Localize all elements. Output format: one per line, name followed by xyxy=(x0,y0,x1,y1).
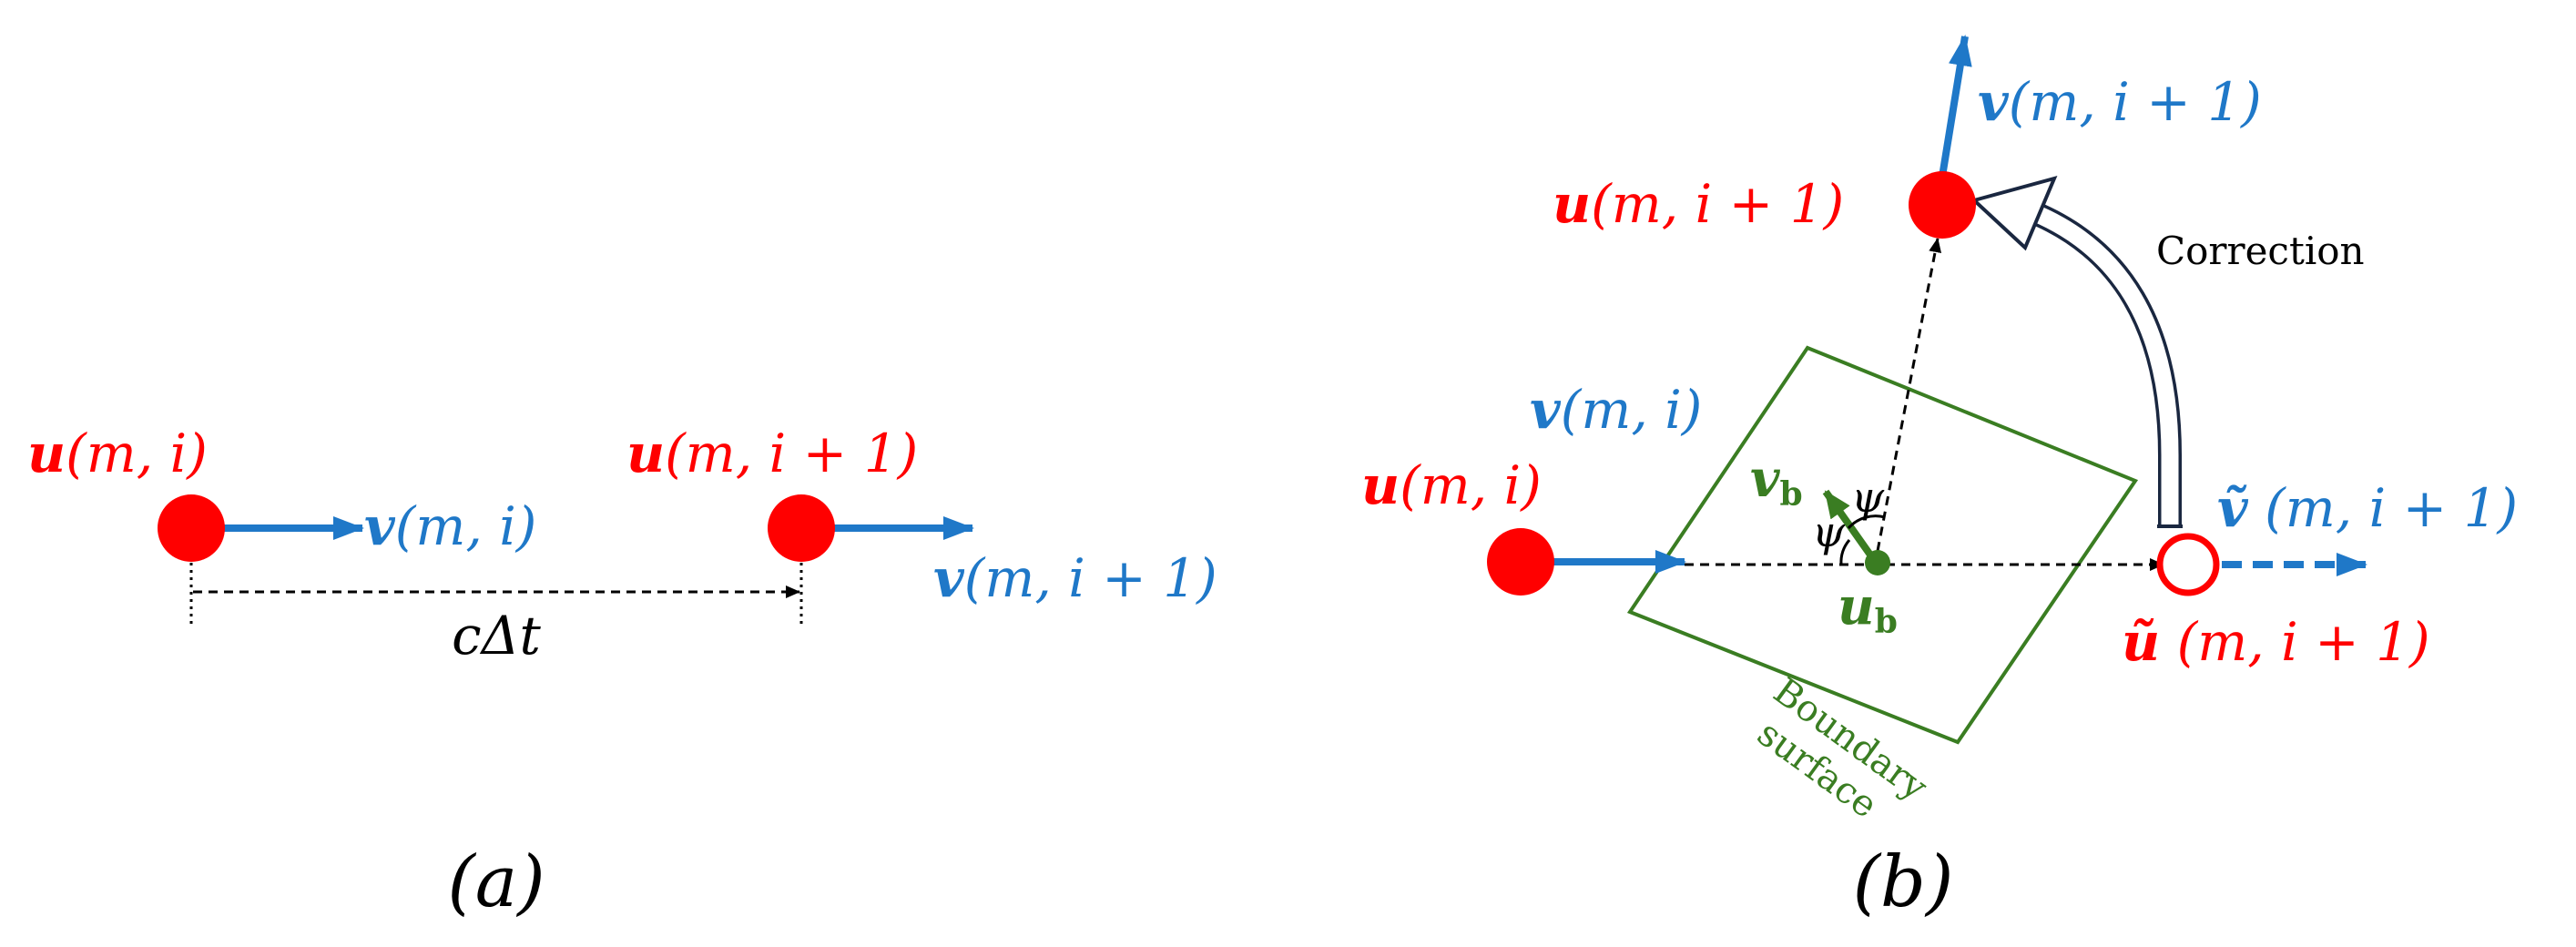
label-u-right: u(m, i + 1) xyxy=(626,423,918,484)
label-u-corrected: u(m, i + 1) xyxy=(1553,173,1844,235)
label-u-predicted: ũ (m, i + 1) xyxy=(2122,611,2430,673)
boundary-point-ub xyxy=(1865,550,1890,575)
particle-predicted xyxy=(2156,533,2220,596)
label-vb: vb xyxy=(1750,449,1803,514)
label-v-right: v(m, i + 1) xyxy=(933,547,1217,609)
correction-arrow-inner xyxy=(2022,201,2179,526)
label-psi-lower: ψ xyxy=(1812,507,1846,556)
particle-right xyxy=(768,494,835,562)
boundary-surface xyxy=(1626,345,2139,745)
corrected-path xyxy=(1876,238,1942,552)
particle-corrected xyxy=(1909,171,1976,239)
label-ub: ub xyxy=(1838,576,1898,641)
angle-arc-2 xyxy=(1839,539,1851,565)
label-distance: cΔt xyxy=(452,605,541,667)
label-correction: Correction xyxy=(2156,229,2365,273)
particle-left xyxy=(158,494,225,562)
label-v-predicted: ṽ (m, i + 1) xyxy=(2217,477,2518,539)
caption-b: (b) xyxy=(1853,841,1954,923)
velocity-arrow-corrected xyxy=(1938,35,1972,183)
panel-a: u(m, i) v(m, i) u(m, i + 1) v(m, i + 1) … xyxy=(27,423,1217,923)
label-v-left: v(m, i) xyxy=(364,495,536,557)
panel-b: u(m, i) v(m, i) u(m, i + 1) v(m, i + 1) … xyxy=(1361,35,2518,923)
label-u-start: u(m, i) xyxy=(1361,454,1542,516)
label-u-left: u(m, i) xyxy=(27,423,208,484)
caption-a: (a) xyxy=(447,841,545,923)
correction-arrow-head xyxy=(1970,175,2058,251)
label-psi-upper: ψ xyxy=(1851,473,1885,522)
label-v-corrected: v(m, i + 1) xyxy=(1978,71,2262,133)
label-v-start: v(m, i) xyxy=(1530,379,1702,441)
angle-arc-1 xyxy=(1847,514,1886,530)
particle-start xyxy=(1487,528,1554,596)
